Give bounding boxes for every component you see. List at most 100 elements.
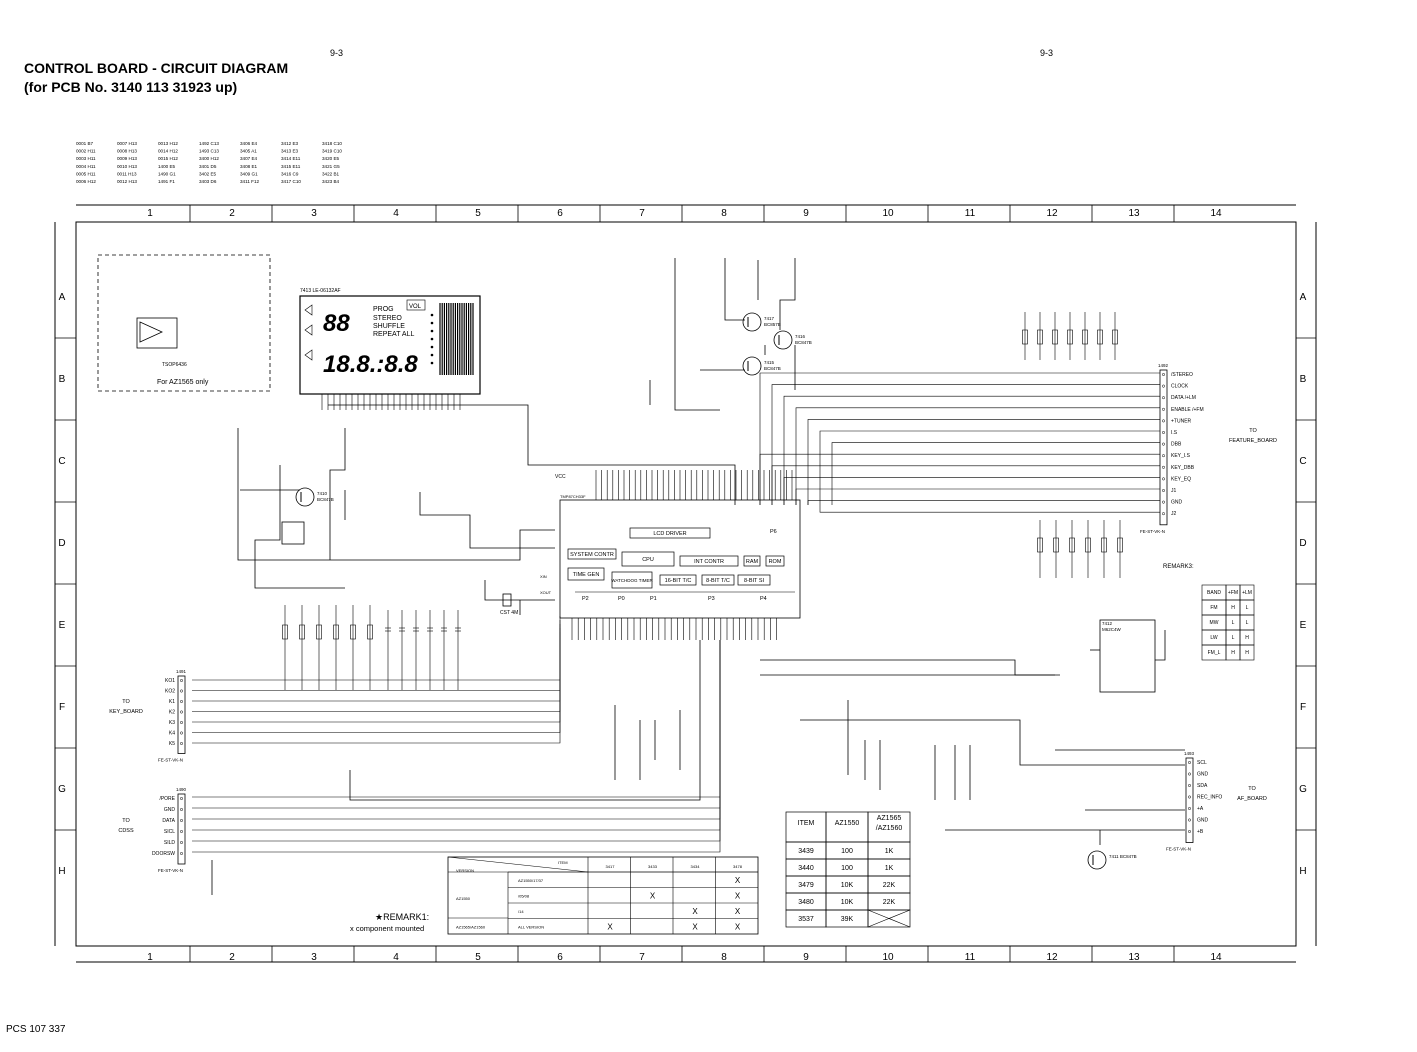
af_board-pin: +A: [1197, 806, 1204, 812]
ref-entry: 0015 H12: [158, 156, 178, 161]
ref-entry: 3413 E3: [281, 149, 299, 154]
feature_board-pin: ENABLE /+FM: [1171, 407, 1204, 413]
remark1-version: AZ1565/AZ1560: [456, 925, 486, 930]
mcu-port: P4: [760, 596, 767, 602]
af_board-pin: +B: [1197, 829, 1204, 835]
item-table-cell: 100: [841, 848, 853, 855]
feature_board-pin: /STEREO: [1171, 372, 1193, 378]
remark3-cell: MW: [1210, 620, 1219, 626]
ref-entry: 3407 E4: [240, 156, 258, 161]
ref-entry: 3406 E4: [240, 141, 258, 146]
remark1-mark: X: [735, 876, 741, 885]
grid-col-bottom: 5: [475, 952, 481, 963]
remark1-sub: /14: [518, 909, 524, 914]
remark1-mark: X: [735, 892, 741, 901]
feature_board-title: FEATURE_BOARD: [1229, 438, 1277, 444]
transistor-7415-label: BC847B: [764, 366, 781, 371]
grid-col-top: 1: [147, 208, 153, 219]
transistor-7416: [773, 330, 793, 350]
mcu-block: [621, 551, 675, 567]
cd-ref: 1490: [176, 787, 187, 792]
feature_board-ref: 1492: [1158, 363, 1169, 368]
key_board-pin: K1: [169, 699, 175, 705]
remark3-cell: H: [1231, 605, 1235, 611]
mcu-block-label: SYSTEM CONTR: [570, 552, 614, 558]
remark3-cell: L: [1232, 620, 1235, 626]
remark3-cell: H: [1231, 650, 1235, 656]
remark1-version-header: VERSION: [456, 868, 474, 873]
remark1-item: 3417: [606, 864, 616, 869]
grid-col-top: 7: [639, 208, 645, 219]
ref-entry: 3408 E1: [240, 164, 258, 169]
grid-col-top: 6: [557, 208, 563, 219]
mcu-port: P6: [770, 529, 777, 535]
feature_board-connector: [1159, 369, 1168, 526]
mcu-port: P0: [618, 596, 625, 602]
lcd-label-shuffle: SHUFFLE: [373, 323, 405, 330]
grid-col-bottom: 4: [393, 952, 399, 963]
mcu-block: [567, 567, 605, 581]
transistor-7417: [742, 312, 762, 332]
remark3-cell: L: [1246, 605, 1249, 611]
photodiode-7401: [281, 521, 305, 545]
transistor-7410: [295, 487, 315, 507]
page-title: CONTROL BOARD - CIRCUIT DIAGRAM: [24, 60, 289, 76]
cd-type: FE-ST-VK-N: [158, 868, 183, 873]
components: 7410BC847B7417BC857B7415BC847B7416BC847B…: [281, 312, 1137, 870]
transistor-7410-label: BC847B: [317, 497, 334, 502]
lcd-digits-top: 88: [323, 310, 350, 337]
mcu-block-label: TIME GEN: [573, 572, 600, 578]
resistor: [1082, 329, 1088, 345]
ref-entry: 3403 D6: [199, 179, 217, 184]
ref-entry: 0009 H13: [117, 156, 137, 161]
cd-pin: SICL: [164, 829, 175, 835]
key_board-pin: K2: [169, 710, 175, 716]
key_board-ref: 1491: [176, 669, 187, 674]
grid-col-bottom: 9: [803, 952, 809, 963]
transistor-7416-label: BC847B: [795, 340, 812, 345]
remark3-title: REMARK3:: [1163, 564, 1194, 570]
item-table-cell: 22K: [883, 882, 896, 889]
af_board-pin: REC_INFO: [1197, 795, 1222, 801]
lcd-label-repeat: REPEAT ALL: [373, 331, 414, 338]
ref-entry: 0006 H12: [76, 179, 96, 184]
key_board-title: KEY_BOARD: [109, 709, 143, 715]
mcu-block: [611, 571, 653, 589]
remark1-title: ★REMARK1:: [375, 912, 429, 922]
ref-entry: 3419 C10: [322, 149, 342, 154]
mcu-block-label: 16-BIT T/C: [665, 578, 692, 584]
grid-row-right: B: [1300, 374, 1307, 385]
wiring: [97, 254, 1185, 895]
remark3-cell: H: [1245, 635, 1249, 641]
ref-entry: 3422 B1: [322, 171, 340, 176]
key_board-pin: KO2: [165, 689, 175, 695]
af_board-pin: SCL: [1197, 760, 1207, 766]
grid-col-top: 3: [311, 208, 317, 219]
ref-entry: 3418 C10: [322, 141, 342, 146]
remark3-cell: +FM: [1228, 590, 1238, 596]
item-table-cell: 22K: [883, 899, 896, 906]
remark1-mark: X: [735, 907, 741, 916]
regulator-note: For AZ1565 only: [157, 379, 209, 386]
feature_board-pin: KEY_DBB: [1171, 465, 1195, 471]
grid-col-bottom: 12: [1046, 952, 1058, 963]
ref-entry: 0013 H12: [158, 141, 178, 146]
resistor: [1069, 537, 1075, 553]
remark3-cell: L: [1246, 620, 1249, 626]
key_board-type: FE-ST-VK-N: [158, 758, 183, 763]
cd-title: CDSS: [118, 828, 134, 834]
ref-entry: 0012 H13: [117, 179, 137, 184]
item-table-cell: 3480: [798, 899, 814, 906]
resistor: [1067, 329, 1073, 345]
cd-pin: SILD: [164, 840, 176, 846]
grid-col-top: 8: [721, 208, 727, 219]
ref-entry: 1492 C13: [199, 141, 219, 146]
grid-row-right: F: [1300, 702, 1306, 713]
mcu-block: [743, 555, 761, 567]
item-table-cell: 100: [841, 865, 853, 872]
ref-entry: 3401 D5: [199, 164, 217, 169]
resistor: [1117, 537, 1123, 553]
